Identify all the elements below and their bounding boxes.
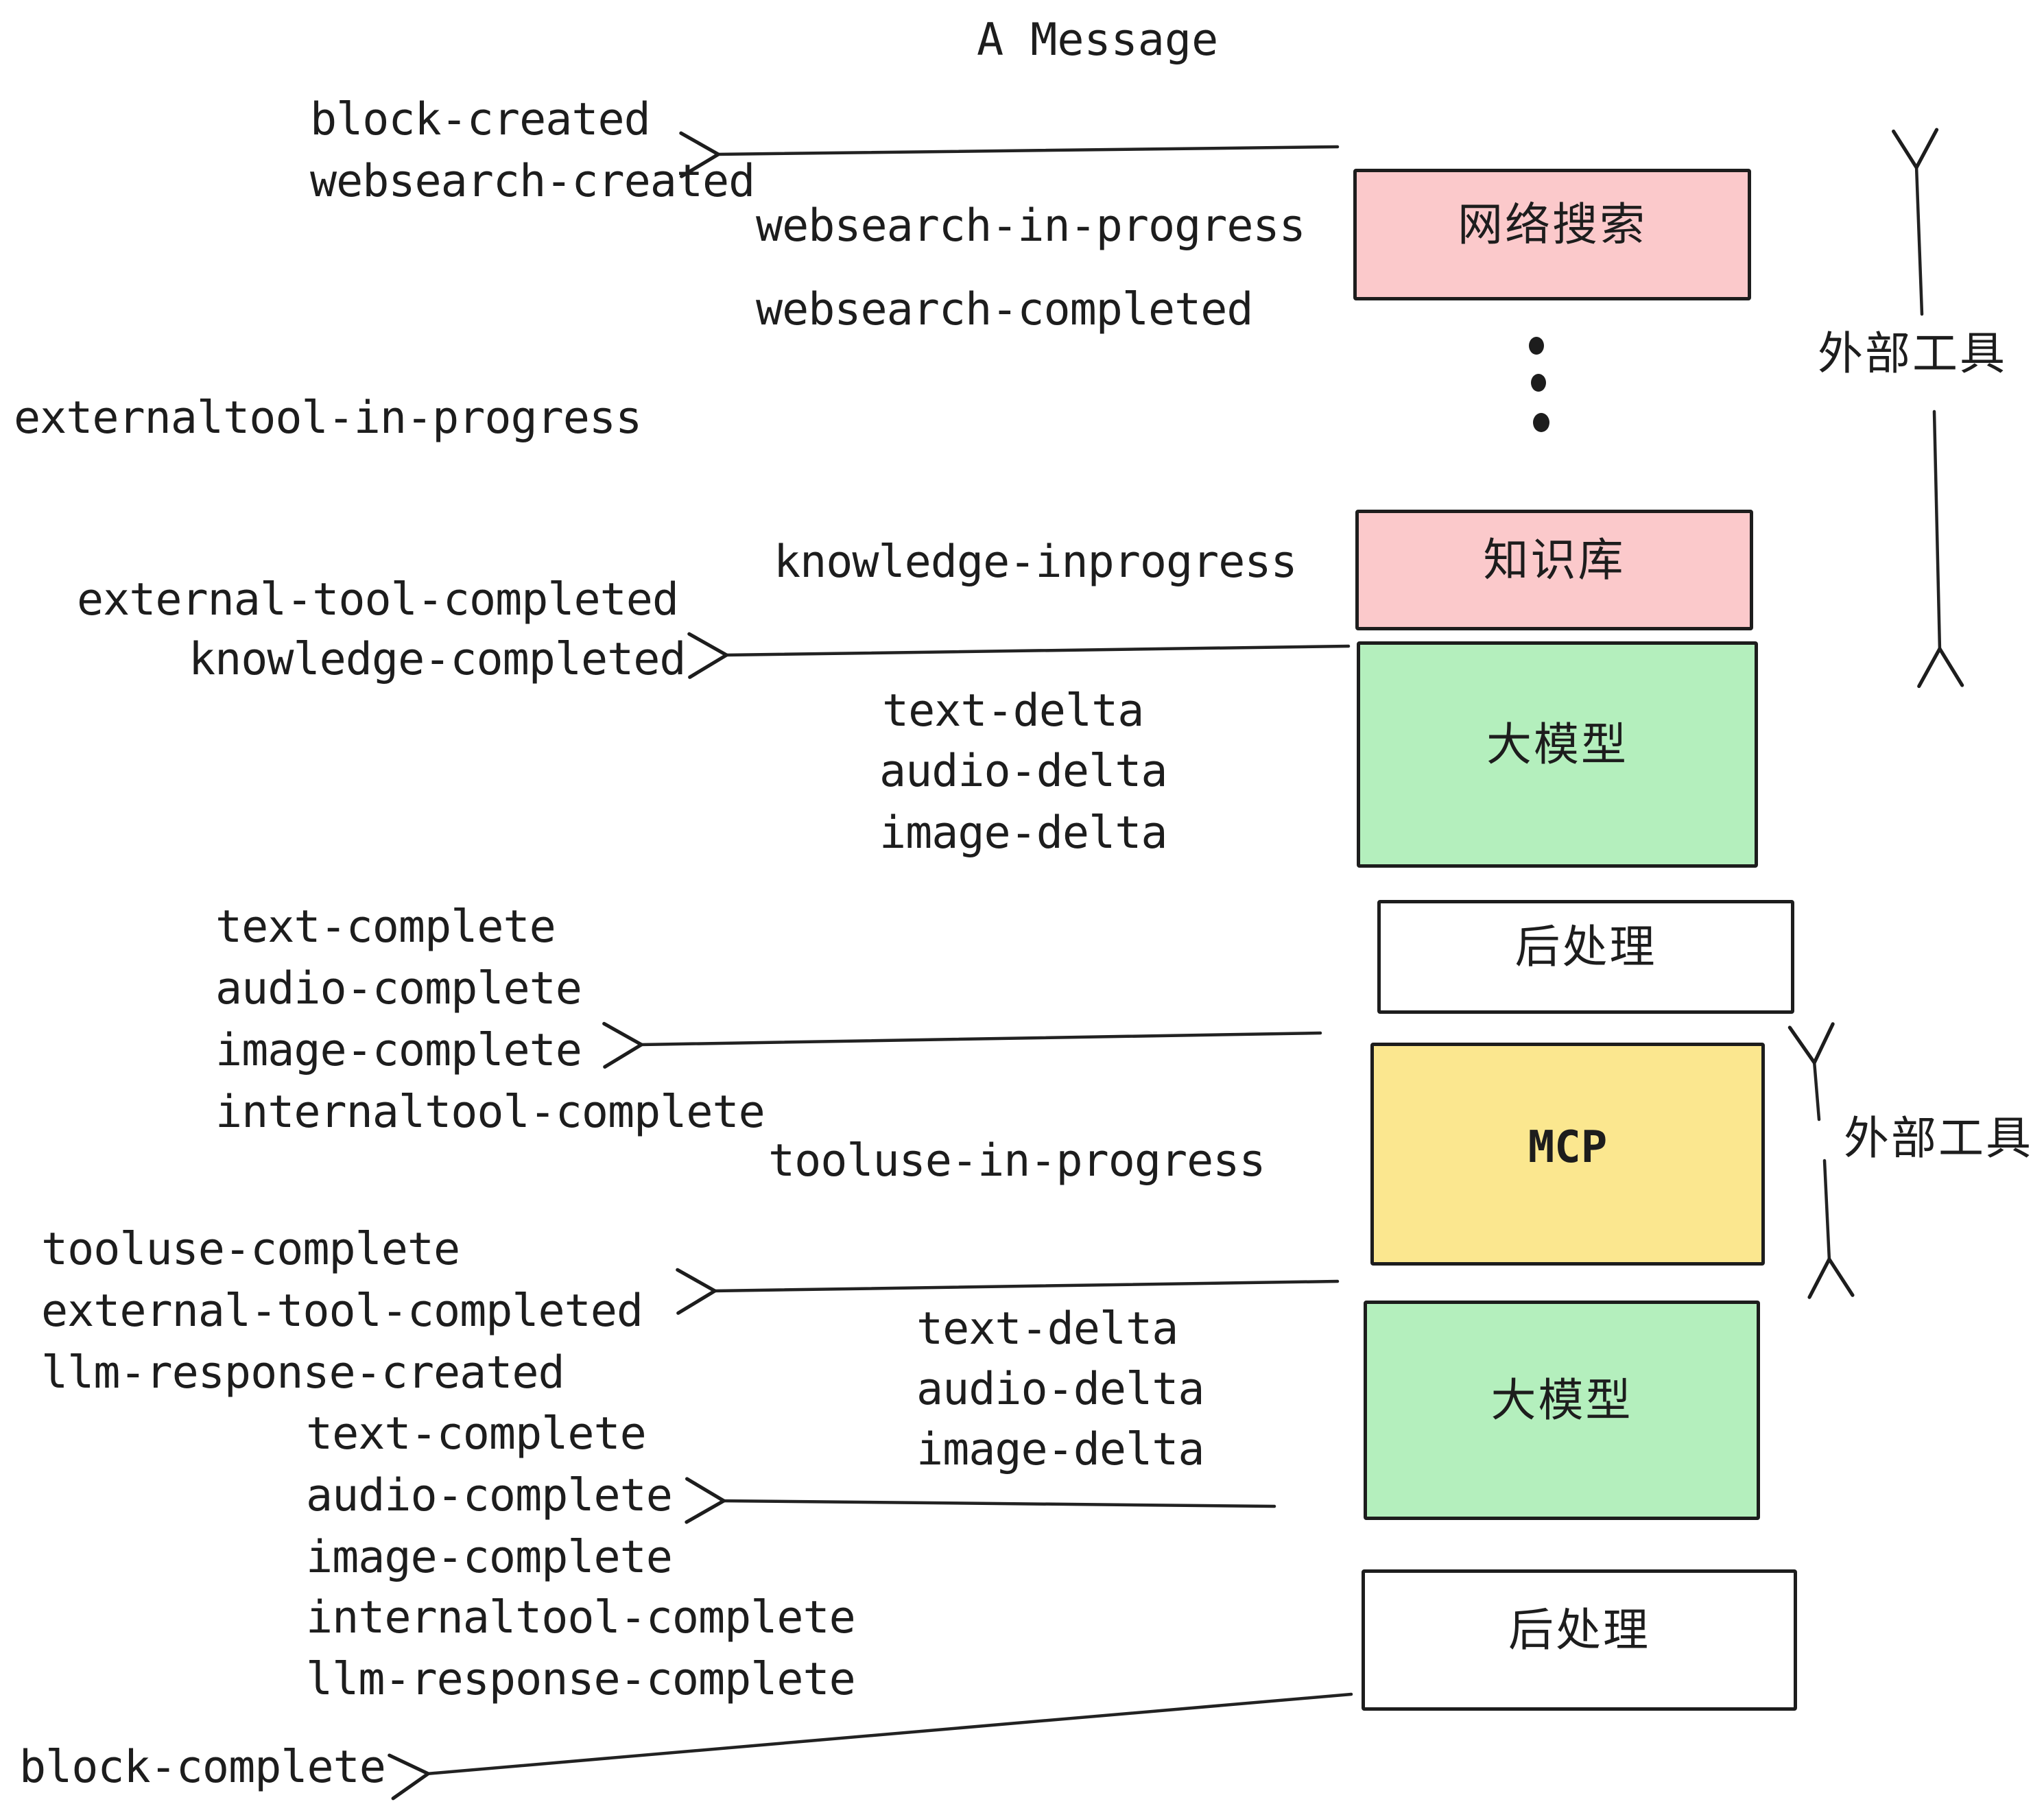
node-mcp: MCP	[1370, 1043, 1765, 1266]
node-knowledge: 知识库	[1355, 510, 1753, 630]
event-text-complete-2: text-complete	[306, 1408, 647, 1460]
arrow-post1-to-image-complete	[602, 1021, 1322, 1069]
arrow-mcp-to-tooluse-complete	[676, 1268, 1340, 1315]
node-llm-2: 大模型	[1364, 1301, 1760, 1520]
event-block-complete: block-complete	[19, 1742, 386, 1793]
node-mcp-label: MCP	[1528, 1121, 1608, 1173]
arrow-llm2-to-audio-complete	[685, 1477, 1276, 1524]
ellipsis-dots	[1529, 337, 1549, 432]
event-externaltool-in-progress: externaltool-in-progress	[14, 392, 642, 444]
event-image-delta-2: image-delta	[916, 1424, 1204, 1475]
external-tools-top-up-arrow	[1892, 128, 1939, 316]
event-knowledge-completed: knowledge-completed	[189, 634, 687, 685]
event-image-delta-1: image-delta	[879, 807, 1167, 859]
event-websearch-completed: websearch-completed	[756, 284, 1254, 335]
arrow-post2-to-block-complete	[388, 1692, 1353, 1801]
event-websearch-created: websearch-created	[310, 156, 755, 207]
node-post-1-label: 后处理	[1514, 921, 1657, 972]
event-block-created: block-created	[310, 94, 651, 145]
event-text-delta-1: text-delta	[882, 685, 1144, 737]
node-post-1: 后处理	[1377, 900, 1794, 1014]
event-internaltool-complete-1: internaltool-complete	[215, 1087, 765, 1138]
event-external-tool-completed-2: external-tool-completed	[41, 1285, 643, 1337]
node-post-2-label: 后处理	[1508, 1604, 1650, 1655]
node-llm-1-label: 大模型	[1486, 719, 1628, 770]
external-tools-mid-label: 外部工具	[1844, 1113, 2033, 1163]
event-audio-delta-1: audio-delta	[879, 746, 1167, 797]
node-post-2: 后处理	[1362, 1569, 1797, 1711]
event-text-complete-1: text-complete	[215, 901, 556, 953]
node-websearch-label: 网络搜索	[1458, 199, 1647, 250]
event-internaltool-complete-2: internaltool-complete	[306, 1592, 856, 1643]
external-tools-mid-up-arrow	[1787, 1022, 1835, 1121]
event-websearch-in-progress: websearch-in-progress	[756, 200, 1306, 252]
event-audio-complete-1: audio-complete	[215, 963, 582, 1014]
event-llm-response-created: llm-response-created	[41, 1347, 565, 1399]
event-image-complete-2: image-complete	[306, 1532, 673, 1583]
event-text-delta-2: text-delta	[916, 1303, 1178, 1355]
external-tools-top-down-arrow	[1917, 410, 1964, 689]
external-tools-mid-down-arrow	[1807, 1159, 1855, 1299]
external-tools-top-label: 外部工具	[1818, 328, 2007, 379]
event-llm-response-complete: llm-response-complete	[306, 1654, 856, 1705]
node-llm-1: 大模型	[1357, 641, 1758, 868]
event-external-tool-completed-1: external-tool-completed	[77, 574, 679, 626]
event-audio-delta-2: audio-delta	[916, 1364, 1204, 1415]
node-websearch: 网络搜索	[1353, 169, 1751, 300]
node-knowledge-label: 知识库	[1483, 534, 1626, 585]
event-knowledge-inprogress: knowledge-inprogress	[774, 536, 1298, 588]
event-image-complete-1: image-complete	[215, 1025, 582, 1076]
arrow-websearch-to-block-created	[679, 131, 1340, 178]
event-audio-complete-2: audio-complete	[306, 1470, 673, 1521]
event-tooluse-complete: tooluse-complete	[41, 1224, 460, 1275]
arrow-llm1-to-knowledge-completed	[687, 632, 1351, 679]
diagram-title: A Message	[977, 14, 1219, 66]
node-llm-2-label: 大模型	[1490, 1375, 1633, 1425]
event-tooluse-in-progress: tooluse-in-progress	[768, 1135, 1266, 1187]
